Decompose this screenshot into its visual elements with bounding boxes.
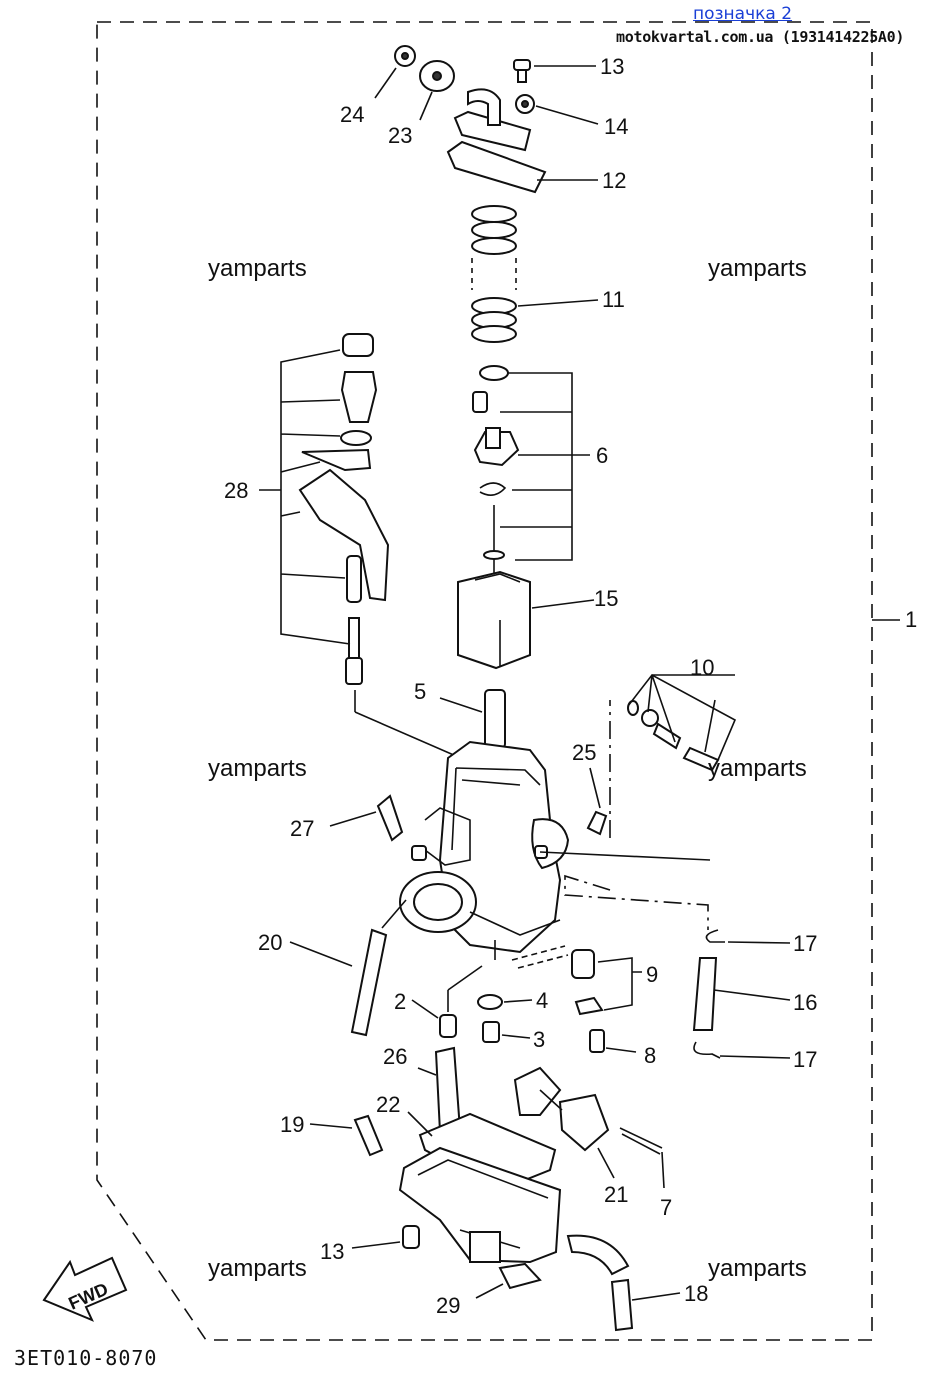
watermark-mid-right: yamparts	[708, 755, 807, 782]
part-14-washer	[515, 94, 599, 125]
callout-28: 28	[224, 478, 248, 503]
callout-13-bottom: 13	[320, 1239, 344, 1264]
callout-23: 23	[388, 123, 412, 148]
callout-16: 16	[793, 990, 817, 1015]
carburetor-body	[399, 740, 711, 960]
callout-24: 24	[340, 102, 364, 127]
watermark-top-left: yamparts	[208, 255, 307, 282]
watermark-bottom-left: yamparts	[208, 1255, 307, 1282]
part-2-pilot-jet	[411, 965, 483, 1038]
source-label: motokvartal.com.ua (1931414225A0)	[616, 28, 905, 46]
watermark-mid-left: yamparts	[208, 755, 307, 782]
part-24-nut	[374, 45, 416, 99]
part-6-jet-needle-set	[472, 365, 590, 580]
callout-25: 25	[572, 740, 596, 765]
part-25-nipple	[564, 700, 709, 930]
part-22-gasket	[407, 1111, 557, 1192]
callout-3: 3	[533, 1027, 545, 1052]
part-21-float	[513, 1066, 615, 1179]
callout-9: 9	[646, 962, 658, 987]
part-8-screw	[589, 1029, 637, 1053]
callout-29: 29	[436, 1293, 460, 1318]
part-29-plate	[475, 1262, 542, 1299]
callout-7: 7	[660, 1195, 672, 1220]
tag-link[interactable]: позначка 2	[693, 4, 793, 24]
part-12-top-cover	[446, 88, 598, 194]
callout-5: 5	[414, 679, 426, 704]
part-20-overflow-hose	[289, 899, 407, 1037]
part-17-clip-lower	[693, 1041, 791, 1059]
callout-17-lower: 17	[793, 1047, 817, 1072]
callout-8: 8	[644, 1043, 656, 1068]
callout-1: 1	[905, 607, 917, 632]
part-4-washer	[477, 994, 533, 1010]
part-26-hose	[417, 1046, 462, 1134]
part-17-clip-upper	[705, 929, 791, 944]
part-5-needle-jet	[439, 689, 506, 749]
callout-12: 12	[602, 168, 626, 193]
callout-11: 11	[602, 287, 625, 312]
callout-2: 2	[394, 989, 406, 1014]
callout-21: 21	[604, 1182, 628, 1207]
part-11-spring	[471, 205, 599, 343]
callout-14: 14	[604, 114, 628, 139]
watermark-bottom-right: yamparts	[708, 1255, 807, 1282]
callout-10: 10	[690, 655, 714, 680]
callout-22: 22	[376, 1092, 400, 1117]
part-27-hose-fitting	[329, 794, 404, 842]
part-10-pilot-screw-set	[627, 673, 737, 772]
part-3-main-jet	[482, 1021, 531, 1043]
callout-19: 19	[280, 1112, 304, 1137]
part-13-screw-lower	[351, 1225, 420, 1249]
part-13-screw	[513, 59, 596, 83]
part-23-cap	[419, 60, 455, 121]
callout-17-upper: 17	[793, 931, 817, 956]
assembly-boundary	[96, 21, 873, 1341]
part-28-starter-plunger-set	[259, 333, 457, 757]
part-16-fuel-hose	[692, 957, 791, 1031]
callout-13-top: 13	[600, 54, 624, 79]
diagram-code: 3ET010-8070	[14, 1346, 158, 1370]
callout-26-27-label: 27	[290, 816, 314, 841]
part-7-float-pin	[619, 1127, 665, 1189]
callout-18: 18	[684, 1281, 708, 1306]
part-18-drain-hose	[566, 1234, 681, 1332]
callout-4: 4	[536, 988, 548, 1013]
part-9-needle-valve-set	[511, 945, 642, 1016]
float-chamber	[398, 1146, 562, 1264]
callout-20: 20	[258, 930, 282, 955]
callout-15: 15	[594, 586, 618, 611]
forward-direction-arrow: FWD	[42, 1256, 128, 1322]
watermark-top-right: yamparts	[708, 255, 807, 282]
part-15-throttle-valve	[457, 570, 595, 670]
callout-6: 6	[596, 443, 608, 468]
part-19-screw	[309, 1114, 384, 1157]
callout-26: 26	[383, 1044, 407, 1069]
